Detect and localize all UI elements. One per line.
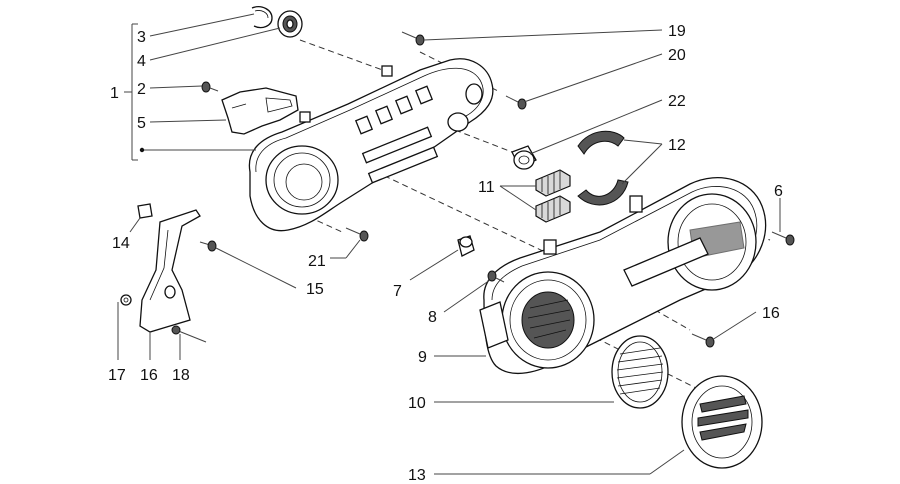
callout-20: 20 xyxy=(668,47,686,64)
bearing-part xyxy=(277,10,303,38)
screw-part-6 xyxy=(771,231,795,246)
cover-cap-part-13 xyxy=(681,375,763,469)
screw-part-2 xyxy=(201,81,219,93)
damper-block-lower xyxy=(535,195,571,223)
outer-cover-part xyxy=(479,177,767,374)
clip-part-14 xyxy=(137,203,153,219)
callout-18: 18 xyxy=(172,367,190,384)
clutch-shoe-lower xyxy=(577,179,629,206)
callout-2: 2 xyxy=(137,81,146,98)
callout-16-right: 16 xyxy=(762,305,780,322)
callout-8: 8 xyxy=(428,309,437,326)
circlip-part xyxy=(251,6,273,29)
screw-part-15 xyxy=(199,240,217,252)
callout-5: 5 xyxy=(137,115,146,132)
callout-12: 12 xyxy=(668,137,686,154)
callout-7: 7 xyxy=(393,283,402,300)
damper-block-upper xyxy=(535,169,571,197)
callout-17: 17 xyxy=(108,367,126,384)
clutch-shoe-upper xyxy=(577,130,625,155)
bushing-part-22 xyxy=(511,145,537,170)
callout-11: 11 xyxy=(478,179,495,196)
screw-part-16-right xyxy=(691,333,715,348)
callout-21: 21 xyxy=(308,253,326,270)
callout-1: 1 xyxy=(110,85,119,102)
callout-9: 9 xyxy=(418,349,427,366)
callout-19: 19 xyxy=(668,23,686,40)
leader-lines xyxy=(117,13,781,475)
inner-cover-part xyxy=(248,58,494,232)
hose-clip-part-7 xyxy=(457,235,475,257)
screw-part-20 xyxy=(505,95,527,110)
screw-part-21 xyxy=(345,227,369,242)
callout-3: 3 xyxy=(137,29,146,46)
washer-part-17 xyxy=(120,294,132,306)
callout-10: 10 xyxy=(408,395,426,412)
callout-labels: 1 2 3 4 5 6 7 8 9 10 11 12 13 14 15 16 1… xyxy=(108,23,783,484)
mount-bracket-part xyxy=(139,209,201,333)
callout-15: 15 xyxy=(306,281,324,298)
grille-part-10 xyxy=(611,335,669,409)
screw-part-8 xyxy=(487,270,505,283)
callout-14: 14 xyxy=(112,235,130,252)
callout-6: 6 xyxy=(774,183,783,200)
callout-22: 22 xyxy=(668,93,686,110)
bracket-plate-5 xyxy=(221,87,299,135)
rod-part-18 xyxy=(171,325,207,343)
callout-4: 4 xyxy=(137,53,146,70)
screw-part-19 xyxy=(401,31,425,46)
callout-16-left: 16 xyxy=(140,367,158,384)
callout-13: 13 xyxy=(408,467,426,484)
